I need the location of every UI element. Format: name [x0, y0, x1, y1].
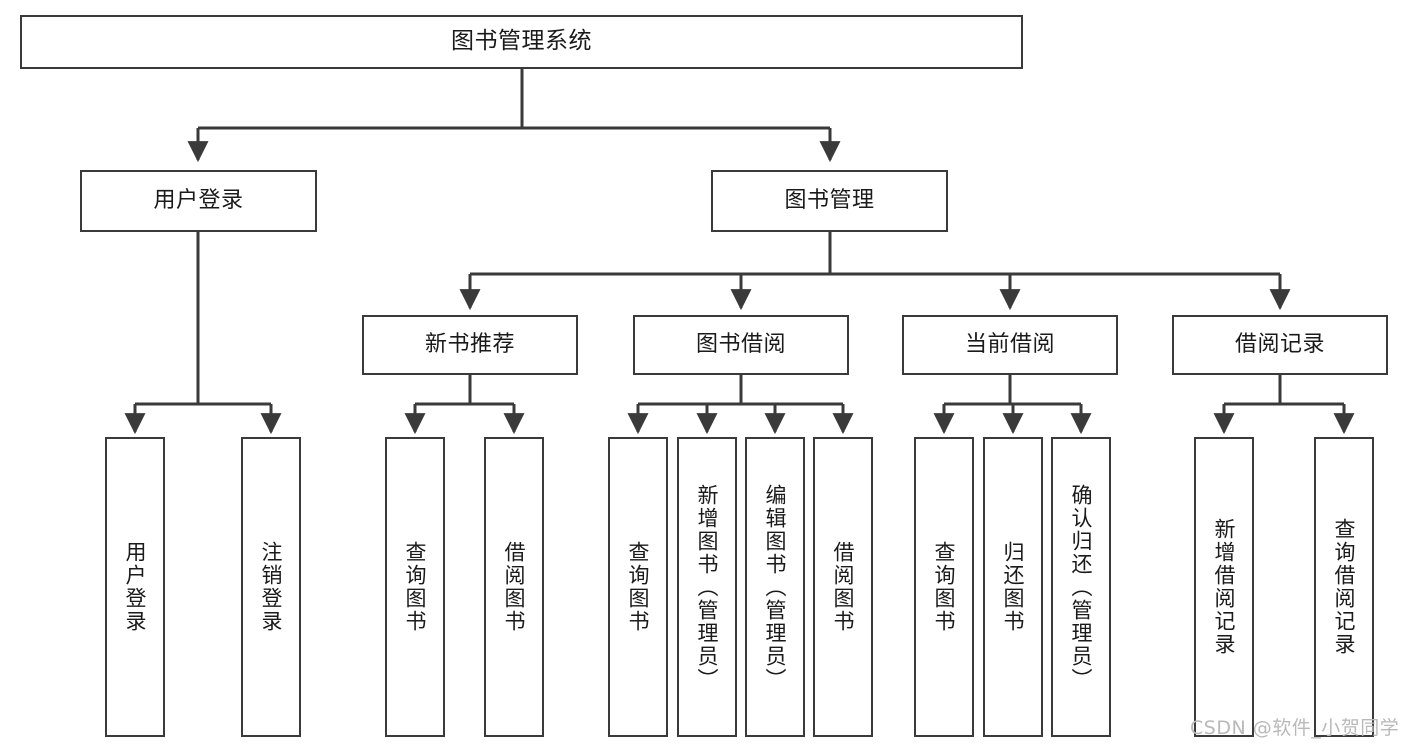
node-leaf-add-borrow-record[interactable]: 新增借阅记录 [1194, 437, 1254, 737]
node-new-book-recommend[interactable]: 新书推荐 [362, 315, 578, 375]
node-leaf-query-book-recommend[interactable]: 查询图书 [385, 437, 445, 737]
node-leaf-confirm-return[interactable]: 确认归还（管理员） [1051, 437, 1111, 737]
node-label: 用户登录 [123, 541, 148, 633]
node-root-system[interactable]: 图书管理系统 [20, 15, 1023, 69]
node-borrow-record[interactable]: 借阅记录 [1172, 315, 1388, 375]
node-label: 借阅图书 [831, 541, 856, 633]
node-label: 确认归还（管理员） [1069, 483, 1094, 691]
node-label: 查询借阅记录 [1332, 518, 1357, 656]
node-leaf-add-book[interactable]: 新增图书（管理员） [677, 437, 737, 737]
node-user-login[interactable]: 用户登录 [80, 170, 317, 232]
node-leaf-user-login[interactable]: 用户登录 [105, 437, 165, 737]
node-label: 借阅图书 [502, 541, 527, 633]
node-label: 查询图书 [403, 541, 428, 633]
node-label: 借阅记录 [1234, 331, 1325, 357]
node-label: 当前借阅 [964, 331, 1055, 357]
node-label: 图书管理 [784, 187, 875, 213]
csdn-watermark: CSDN @软件_小贺同学 [1190, 717, 1400, 739]
node-leaf-edit-book[interactable]: 编辑图书（管理员） [745, 437, 805, 737]
node-label: 编辑图书（管理员） [763, 483, 788, 691]
node-label: 用户登录 [153, 187, 244, 213]
node-book-borrow[interactable]: 图书借阅 [633, 315, 849, 375]
node-label: 图书借阅 [695, 331, 786, 357]
node-leaf-query-book-current[interactable]: 查询图书 [914, 437, 974, 737]
node-label: 注销登录 [259, 541, 284, 633]
node-leaf-logout-login[interactable]: 注销登录 [241, 437, 301, 737]
node-current-borrow[interactable]: 当前借阅 [902, 315, 1118, 375]
node-label: 新增图书（管理员） [695, 483, 720, 691]
node-label: 查询图书 [626, 541, 651, 633]
node-label: 新增借阅记录 [1212, 518, 1237, 656]
node-book-management[interactable]: 图书管理 [711, 170, 948, 232]
node-leaf-return-book[interactable]: 归还图书 [983, 437, 1043, 737]
node-leaf-query-book-borrow[interactable]: 查询图书 [608, 437, 668, 737]
node-leaf-query-borrow-record[interactable]: 查询借阅记录 [1314, 437, 1374, 737]
node-label: 新书推荐 [424, 331, 515, 357]
node-label: 查询图书 [932, 541, 957, 633]
node-label: 图书管理系统 [451, 28, 592, 55]
node-label: 归还图书 [1001, 541, 1026, 633]
node-leaf-borrow-book-recommend[interactable]: 借阅图书 [484, 437, 544, 737]
node-leaf-borrow-book[interactable]: 借阅图书 [813, 437, 873, 737]
